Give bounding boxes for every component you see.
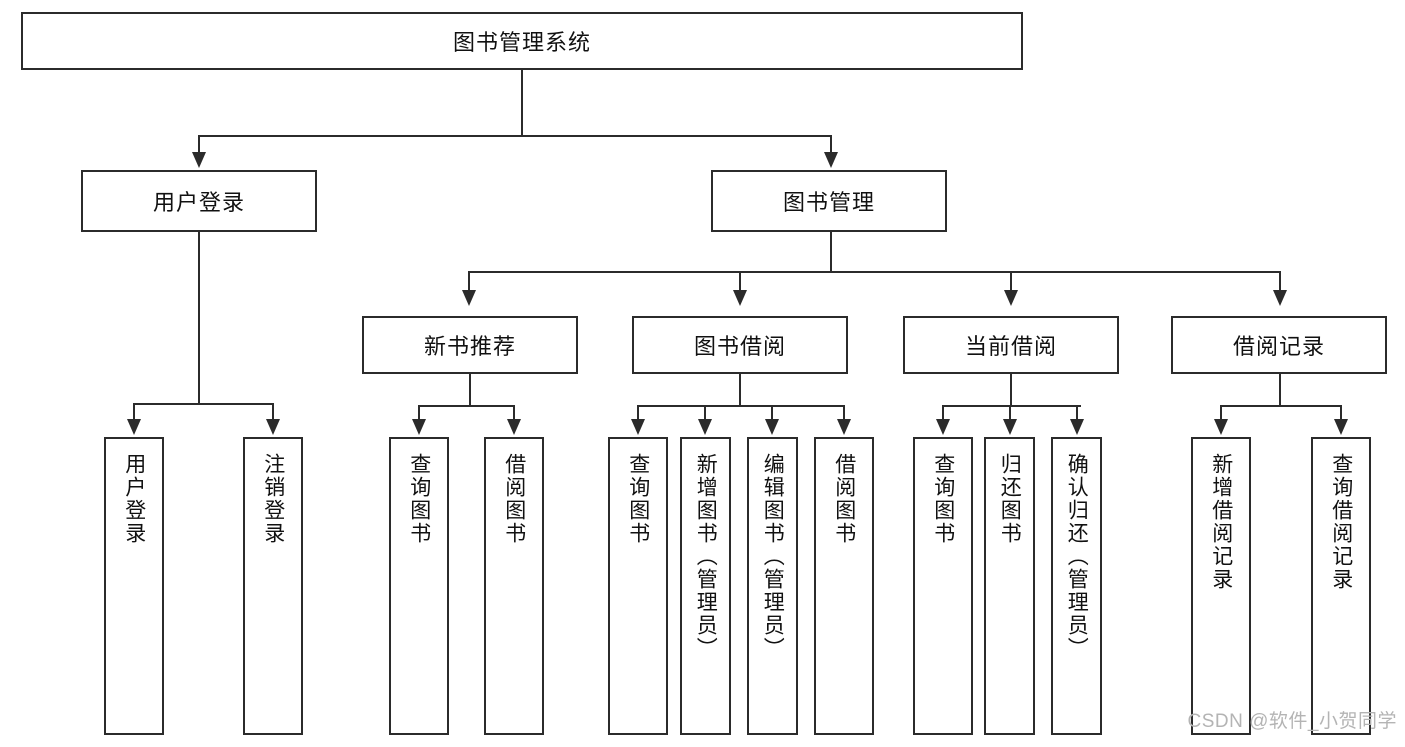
node-new-book-recommend-label: 新书推荐 (423, 334, 516, 359)
connector-book-borrow-bus (637, 405, 844, 407)
leaf-borrow-book[interactable]: 借阅图书 (814, 437, 874, 735)
leaf-confirm-return-admin[interactable]: 确认归还（管理员） (1051, 437, 1102, 735)
node-root-label: 图书管理系统 (452, 30, 591, 55)
connector-current-borrow-trunk (1010, 374, 1012, 406)
connector-borrow-record-bus (1220, 405, 1341, 407)
leaf-user-login[interactable]: 用户登录 (104, 437, 164, 735)
connector-book-borrow-drop-2 (704, 405, 706, 420)
leaf-user-login-label: 用户登录 (122, 453, 146, 545)
connector-book-mgmt-drop-2 (739, 271, 741, 291)
leaf-edit-book-admin[interactable]: 编辑图书（管理员） (747, 437, 798, 735)
connector-borrow-record-drop-2 (1340, 405, 1342, 420)
connector-book-borrow-drop-1 (637, 405, 639, 420)
node-book-borrow-label: 图书借阅 (693, 334, 786, 359)
connector-borrow-record-drop-1 (1220, 405, 1222, 420)
arrow-to-current-borrow (1004, 290, 1018, 306)
leaf-confirm-return-admin-label: 确认归还（管理员） (1065, 453, 1089, 660)
leaf-query-book-rec[interactable]: 查询图书 (389, 437, 449, 735)
node-book-borrow[interactable]: 图书借阅 (632, 316, 848, 374)
arrow-to-book-mgmt (824, 152, 838, 168)
leaf-query-book-rec-label: 查询图书 (407, 453, 431, 545)
leaf-borrow-book-rec-label: 借阅图书 (502, 453, 526, 545)
watermark: CSDN @软件_小贺同学 (1187, 711, 1397, 732)
node-current-borrow[interactable]: 当前借阅 (903, 316, 1119, 374)
node-borrow-record-label: 借阅记录 (1232, 334, 1325, 359)
leaf-query-book-current[interactable]: 查询图书 (913, 437, 973, 735)
node-root[interactable]: 图书管理系统 (21, 12, 1023, 70)
leaf-query-borrow-record[interactable]: 查询借阅记录 (1311, 437, 1371, 735)
arrow-to-user-login (192, 152, 206, 168)
connector-book-mgmt-drop-3 (1010, 271, 1012, 291)
node-user-login-label: 用户登录 (152, 190, 245, 215)
arrow-new-book-rec-leaf-2 (507, 419, 521, 435)
connector-new-book-rec-bus (418, 405, 514, 407)
arrow-new-book-rec-leaf-1 (412, 419, 426, 435)
arrow-user-login-leaf-2 (266, 419, 280, 435)
arrow-borrow-record-leaf-1 (1214, 419, 1228, 435)
leaf-query-book-current-label: 查询图书 (931, 453, 955, 545)
node-book-management-label: 图书管理 (782, 190, 875, 215)
leaf-logout-label: 注销登录 (261, 453, 285, 545)
leaf-add-borrow-record[interactable]: 新增借阅记录 (1191, 437, 1251, 735)
connector-borrow-record-trunk (1279, 374, 1281, 406)
leaf-query-book-borrow[interactable]: 查询图书 (608, 437, 668, 735)
leaf-borrow-book-rec[interactable]: 借阅图书 (484, 437, 544, 735)
leaf-borrow-book-label: 借阅图书 (832, 453, 856, 545)
leaf-query-book-borrow-label: 查询图书 (626, 453, 650, 545)
arrow-to-borrow-record (1273, 290, 1287, 306)
connector-current-borrow-drop-1 (942, 405, 944, 420)
arrow-book-borrow-leaf-3 (765, 419, 779, 435)
leaf-return-book-label: 归还图书 (998, 453, 1022, 545)
connector-user-login-drop-2 (272, 403, 274, 420)
connector-current-borrow-bus (942, 405, 1081, 407)
leaf-logout[interactable]: 注销登录 (243, 437, 303, 735)
connector-new-book-rec-drop-1 (418, 405, 420, 420)
arrow-user-login-leaf-1 (127, 419, 141, 435)
node-current-borrow-label: 当前借阅 (964, 334, 1057, 359)
connector-book-mgmt-drop-4 (1279, 271, 1281, 291)
connector-book-borrow-drop-4 (843, 405, 845, 420)
connector-book-mgmt-bus (468, 271, 1280, 273)
leaf-add-book-admin[interactable]: 新增图书（管理员） (680, 437, 731, 735)
connector-book-borrow-trunk (739, 374, 741, 406)
leaf-add-borrow-record-label: 新增借阅记录 (1209, 453, 1233, 591)
arrow-current-borrow-leaf-1 (936, 419, 950, 435)
node-borrow-record[interactable]: 借阅记录 (1171, 316, 1387, 374)
connector-book-mgmt-trunk (830, 232, 832, 272)
arrow-current-borrow-leaf-3 (1070, 419, 1084, 435)
arrow-to-new-book-rec (462, 290, 476, 306)
connector-current-borrow-drop-2 (1009, 405, 1011, 420)
connector-book-mgmt-drop-1 (468, 271, 470, 291)
connector-root-trunk (521, 70, 523, 136)
arrow-book-borrow-leaf-2 (698, 419, 712, 435)
connector-user-login-bus (133, 403, 273, 405)
connector-book-borrow-drop-3 (771, 405, 773, 420)
leaf-edit-book-admin-label: 编辑图书（管理员） (761, 453, 785, 660)
connector-user-login-trunk (198, 232, 200, 404)
leaf-add-book-admin-label: 新增图书（管理员） (694, 453, 718, 660)
leaf-query-borrow-record-label: 查询借阅记录 (1329, 453, 1353, 591)
arrow-current-borrow-leaf-2 (1003, 419, 1017, 435)
arrow-borrow-record-leaf-2 (1334, 419, 1348, 435)
connector-new-book-rec-trunk (469, 374, 471, 406)
node-new-book-recommend[interactable]: 新书推荐 (362, 316, 578, 374)
leaf-return-book[interactable]: 归还图书 (984, 437, 1035, 735)
arrow-to-book-borrow (733, 290, 747, 306)
connector-root-to-book-mgmt (830, 135, 832, 153)
arrow-book-borrow-leaf-4 (837, 419, 851, 435)
arrow-book-borrow-leaf-1 (631, 419, 645, 435)
connector-user-login-drop-1 (133, 403, 135, 420)
connector-root-to-user-login (198, 135, 200, 153)
node-user-login[interactable]: 用户登录 (81, 170, 317, 232)
connector-root-bus (198, 135, 832, 137)
connector-new-book-rec-drop-2 (513, 405, 515, 420)
connector-current-borrow-drop-3 (1076, 405, 1078, 420)
node-book-management[interactable]: 图书管理 (711, 170, 947, 232)
